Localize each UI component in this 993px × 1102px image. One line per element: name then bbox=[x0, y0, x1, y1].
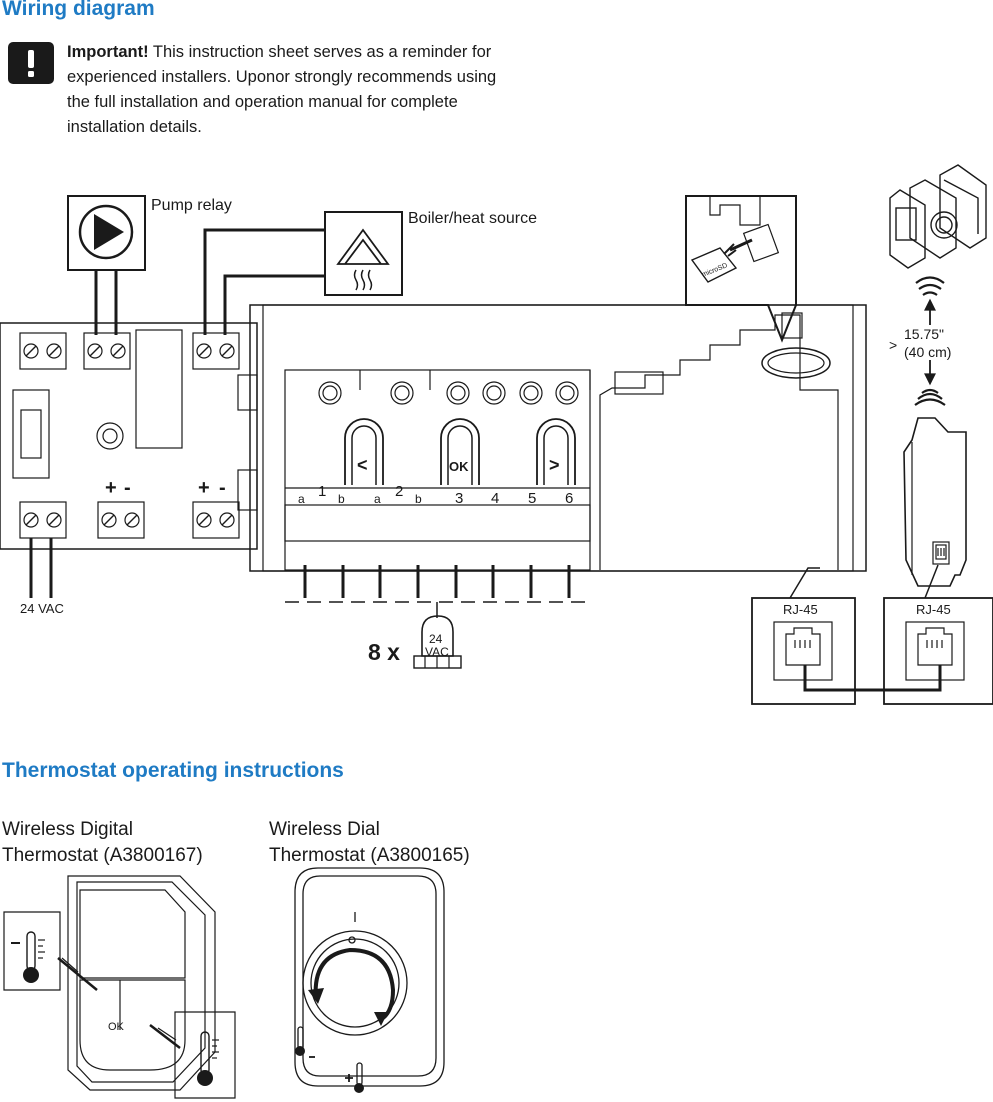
rj45-right-label: RJ-45 bbox=[916, 602, 951, 617]
left-button-label: < bbox=[357, 455, 368, 475]
warning-icon bbox=[8, 42, 54, 84]
boiler-box bbox=[324, 211, 403, 296]
distance-inches: 15.75" bbox=[904, 326, 944, 342]
digital-thermostat-line2: Thermostat (A3800167) bbox=[2, 845, 203, 866]
actuator-24-label: 24 bbox=[429, 632, 443, 646]
channel-5: 5 bbox=[528, 490, 536, 507]
wifi-signal-icon bbox=[915, 276, 945, 296]
dial-thermostat-line1: Wireless Dial bbox=[269, 819, 380, 840]
pointer-lines bbox=[57, 957, 181, 1049]
pump-relay-box bbox=[67, 195, 146, 271]
wifi-signal-icon bbox=[914, 388, 946, 406]
actuator-icon bbox=[413, 615, 462, 669]
rj45-left-label: RJ-45 bbox=[783, 602, 818, 617]
channel-a1: a bbox=[298, 492, 305, 506]
digital-thermostat-line1: Wireless Digital bbox=[2, 819, 133, 840]
relay-module bbox=[0, 322, 258, 550]
thermometer-icon bbox=[197, 1031, 219, 1086]
thermostat-ok-label: OK bbox=[108, 1021, 125, 1033]
relay-wires bbox=[94, 228, 325, 335]
multiplier-label: 8 x bbox=[368, 639, 400, 665]
ok-button-label: OK bbox=[449, 459, 469, 474]
channel-6: 6 bbox=[565, 490, 573, 507]
channel-3: 3 bbox=[455, 490, 463, 507]
important-label: Important! bbox=[67, 43, 149, 61]
channel-b2: b bbox=[415, 492, 422, 506]
wiring-diagram-title: Wiring diagram bbox=[2, 0, 155, 20]
thermometer-icon bbox=[295, 1026, 315, 1058]
channel-1: 1 bbox=[318, 483, 326, 500]
plus-label: + bbox=[105, 477, 117, 499]
flame-heat-icon bbox=[353, 269, 373, 291]
thermometer-icon bbox=[11, 931, 45, 983]
distance-gt: > bbox=[889, 337, 897, 353]
boiler-label: Boiler/heat source bbox=[408, 210, 537, 227]
rj45-left-box bbox=[751, 597, 856, 705]
dial-thermostat-caption: Wireless Dial Thermostat (A3800165) bbox=[269, 817, 470, 869]
minus-label: - bbox=[219, 477, 226, 499]
important-text: Important! This instruction sheet serves… bbox=[67, 40, 507, 140]
vac-label: 24 VAC bbox=[20, 601, 64, 616]
radio-module bbox=[903, 417, 967, 587]
rj45-jack-icon bbox=[917, 627, 953, 666]
minus-label: - bbox=[124, 477, 131, 499]
important-body: This instruction sheet serves as a remin… bbox=[67, 43, 497, 136]
right-button-label: > bbox=[549, 455, 560, 475]
dial-thermostat-line2: Thermostat (A3800165) bbox=[269, 845, 470, 866]
thermometer-icon bbox=[345, 1062, 364, 1093]
actuator-wires bbox=[303, 565, 571, 598]
digital-thermostat bbox=[3, 875, 236, 1099]
base-controller bbox=[249, 304, 867, 572]
microsd-label: microSD bbox=[701, 262, 729, 279]
plus-label: + bbox=[198, 477, 210, 499]
thermostat-stack bbox=[889, 164, 987, 269]
microsd-card bbox=[690, 247, 738, 283]
rotate-arrow-icon bbox=[308, 947, 396, 1026]
digital-thermostat-caption: Wireless Digital Thermostat (A3800167) bbox=[2, 817, 203, 869]
pump-relay-label: Pump relay bbox=[151, 197, 232, 214]
thermostat-instructions-title: Thermostat operating instructions bbox=[2, 759, 344, 782]
play-icon bbox=[94, 214, 124, 250]
dial-thermostat bbox=[294, 867, 445, 1087]
channel-b1: b bbox=[338, 492, 345, 506]
actuator-vac-label: VAC bbox=[425, 645, 449, 659]
rj45-right-box bbox=[883, 597, 993, 705]
rj45-jack-icon bbox=[785, 627, 821, 666]
channel-2: 2 bbox=[395, 483, 403, 500]
channel-4: 4 bbox=[491, 490, 499, 507]
distance-cm: (40 cm) bbox=[904, 344, 951, 360]
channel-a2: a bbox=[374, 492, 381, 506]
microsd-callout bbox=[685, 195, 797, 343]
